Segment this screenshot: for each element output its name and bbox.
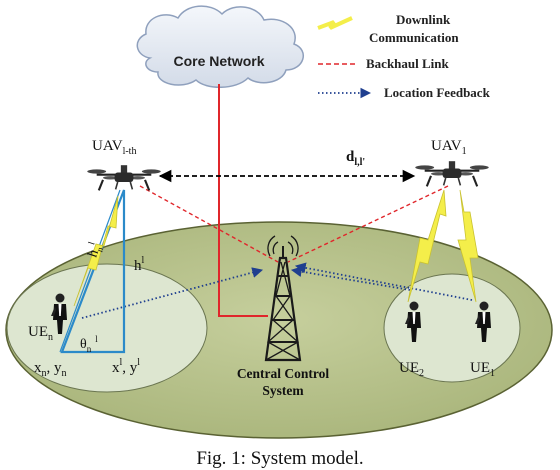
legend-downlink-label-2: Communication	[369, 30, 459, 45]
core-network-cloud	[136, 5, 304, 88]
user-coords-label: xn, yn	[34, 360, 67, 379]
figure-caption: Fig. 1: System model.	[196, 448, 363, 469]
tower-label-1: Central Control	[237, 366, 330, 381]
geometry-triangle	[60, 189, 126, 354]
feedback-left	[81, 267, 264, 319]
distance-label: dl,l'	[346, 149, 365, 168]
uav-right-label: UAV1	[431, 138, 467, 157]
uav-coords-label: xl, yl	[112, 357, 140, 376]
feedback-right-2	[294, 262, 473, 301]
uav-left-label: UAVl-th	[92, 138, 136, 157]
user-right-2-label: UE2	[399, 360, 424, 379]
slant-height-label: hnl	[83, 240, 107, 260]
user-right-1-label: UE1	[470, 360, 495, 379]
downlink-right-1	[407, 189, 447, 303]
angle-label: θnl	[80, 334, 98, 354]
uav-right-icon	[414, 160, 490, 188]
legend: Downlink Communication Backhaul Link Loc…	[317, 12, 491, 100]
legend-backhaul-label: Backhaul Link	[366, 56, 450, 71]
wired-link	[218, 84, 268, 317]
uav-left-icon	[86, 164, 162, 192]
backhaul-right	[287, 185, 449, 263]
right-cell	[383, 273, 521, 383]
legend-feedback-label: Location Feedback	[384, 85, 491, 100]
downlink-left	[73, 195, 119, 307]
legend-downlink-icon	[317, 16, 353, 30]
core-network-label: Core Network	[173, 53, 264, 69]
control-tower-icon	[264, 235, 302, 362]
tower-label-2: System	[262, 383, 304, 398]
slant-range-line	[59, 189, 121, 353]
legend-downlink-label-1: Downlink	[396, 12, 451, 27]
user-left-label: UEn	[28, 324, 53, 343]
vertical-height-label: hl	[134, 255, 145, 274]
downlink-right-2	[457, 189, 479, 303]
backhaul-left	[139, 185, 279, 263]
